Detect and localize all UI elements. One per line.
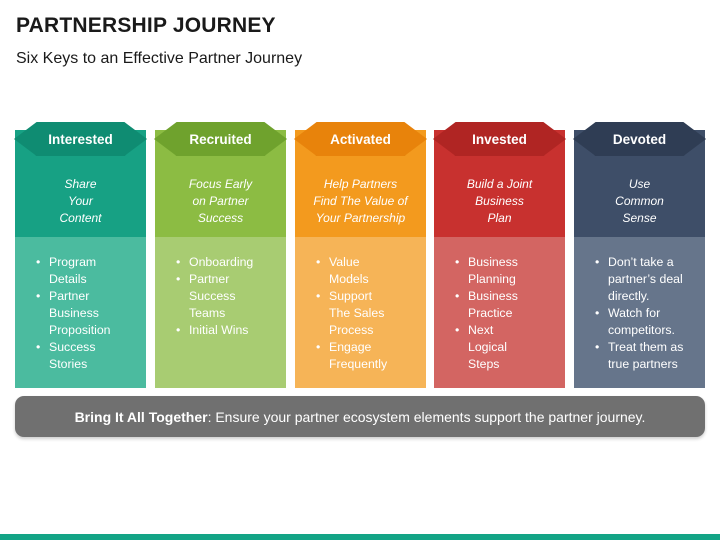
- column-bullet-list: OnboardingPartnerSuccessTeamsInitial Win…: [165, 254, 280, 339]
- bullet-line: Business: [468, 289, 518, 303]
- page-subtitle: Six Keys to an Effective Partner Journey: [16, 50, 303, 67]
- bullet-item: Onboarding: [165, 254, 280, 271]
- bullet-line: Process: [329, 323, 374, 337]
- bullet-line: Program: [49, 255, 97, 269]
- column-bullet-list: BusinessPlanningBusinessPracticeNextLogi…: [444, 254, 559, 373]
- bullet-line: Next: [468, 323, 494, 337]
- description-line: Share: [64, 177, 97, 191]
- journey-column-interested: ProgramDetailsPartnerBusinessProposition…: [14, 122, 147, 388]
- banner-text: : Ensure your partner ecosystem elements…: [207, 408, 646, 425]
- column-header-label: Devoted: [612, 131, 667, 147]
- journey-column-recruited: OnboardingPartnerSuccessTeamsInitial Win…: [154, 122, 287, 388]
- column-bullet-list: ValueModelsSupportThe SalesProcessEngage…: [305, 254, 420, 373]
- bullet-item: Initial Wins: [165, 322, 280, 339]
- description-line: Success: [197, 211, 244, 225]
- column-header-label: Activated: [330, 131, 391, 147]
- description-line: Help Partners: [323, 177, 398, 191]
- bullet-line: directly.: [608, 289, 650, 303]
- bullet-line: Success: [189, 289, 236, 303]
- column-header-label: Interested: [48, 131, 113, 147]
- column-bullet-panel: ProgramDetailsPartnerBusinessProposition…: [15, 237, 146, 388]
- description-line: Plan: [487, 211, 512, 225]
- bullet-line: true partners: [608, 357, 678, 371]
- column-bullet-panel: BusinessPlanningBusinessPracticeNextLogi…: [434, 237, 565, 388]
- bullet-line: Support: [329, 289, 373, 303]
- bullet-line: Logical: [468, 340, 507, 354]
- description-line: Find The Value of: [313, 194, 408, 208]
- column-header-tag: Activated: [294, 122, 427, 156]
- bullet-item: Watch for competitors.: [584, 305, 699, 339]
- bullet-line: Don’t take a: [608, 255, 674, 269]
- description-line: on Partner: [192, 194, 249, 208]
- description-line: Content: [59, 211, 102, 225]
- description-line: Focus Early: [188, 177, 253, 191]
- bullet-line: Proposition: [49, 323, 111, 337]
- description-line: Business: [475, 194, 524, 208]
- column-header-tag: Interested: [14, 122, 147, 156]
- bullet-line: Frequently: [329, 357, 388, 371]
- column-header-label: Recruited: [189, 131, 252, 147]
- bullet-line: Business: [49, 306, 99, 320]
- bullet-line: Planning: [468, 272, 516, 286]
- bullet-line: Partner: [49, 289, 90, 303]
- description-line: Use: [628, 177, 651, 191]
- bullet-line: Details: [49, 272, 87, 286]
- bullet-line: Teams: [189, 306, 226, 320]
- banner-bold-text: Bring It All Together: [74, 408, 208, 425]
- column-bullet-list: Don’t take a partner’s deal directly. Watch…: [584, 254, 699, 373]
- column-header-tag: Devoted: [573, 122, 706, 156]
- bullet-line: Success: [49, 340, 96, 354]
- journey-column-invested: BusinessPlanningBusinessPracticeNextLogi…: [433, 122, 566, 388]
- bullet-line: Engage: [329, 340, 372, 354]
- bullet-item: Treat them as true partners: [584, 339, 699, 373]
- journey-column-activated: ValueModelsSupportThe SalesProcessEngage…: [294, 122, 427, 388]
- bullet-line: competitors.: [608, 323, 675, 337]
- bullet-line: Initial Wins: [189, 323, 249, 337]
- description-line: Sense: [622, 211, 657, 225]
- column-bullet-panel: Don’t take a partner’s deal directly. Watch…: [574, 237, 705, 388]
- bullet-line: Value: [329, 255, 360, 269]
- bullet-line: Practice: [468, 306, 513, 320]
- bullet-line: Partner: [189, 272, 230, 286]
- bullet-line: Watch for: [608, 306, 661, 320]
- column-header-tag: Recruited: [154, 122, 287, 156]
- bullet-line: partner’s deal: [608, 272, 683, 286]
- bullet-line: The Sales: [329, 306, 385, 320]
- bullet-line: Onboarding: [189, 255, 254, 269]
- description-line: Common: [615, 194, 664, 208]
- description-line: Your: [68, 194, 93, 208]
- page-title: PARTNERSHIP JOURNEY: [16, 14, 276, 37]
- journey-column-devoted: Don’t take a partner’s deal directly. Watch…: [573, 122, 706, 388]
- summary-banner: Bring It All Together: Ensure your partn…: [15, 396, 705, 437]
- bullet-line: Stories: [49, 357, 88, 371]
- bullet-line: Business: [468, 255, 518, 269]
- bullet-item: Don’t take a partner’s deal directly.: [584, 254, 699, 305]
- column-header-label: Invested: [472, 131, 527, 147]
- description-line: Build a Joint: [466, 177, 533, 191]
- description-line: Your Partnership: [315, 211, 406, 225]
- bullet-line: Treat them as: [608, 340, 684, 354]
- column-header-tag: Invested: [433, 122, 566, 156]
- column-bullet-panel: OnboardingPartnerSuccessTeamsInitial Win…: [155, 237, 286, 388]
- column-bullet-list: ProgramDetailsPartnerBusinessProposition…: [25, 254, 140, 373]
- bullet-line: Steps: [468, 357, 500, 371]
- column-bullet-panel: ValueModelsSupportThe SalesProcessEngage…: [295, 237, 426, 388]
- footer-accent-bar: [0, 534, 720, 540]
- bullet-line: Models: [329, 272, 369, 286]
